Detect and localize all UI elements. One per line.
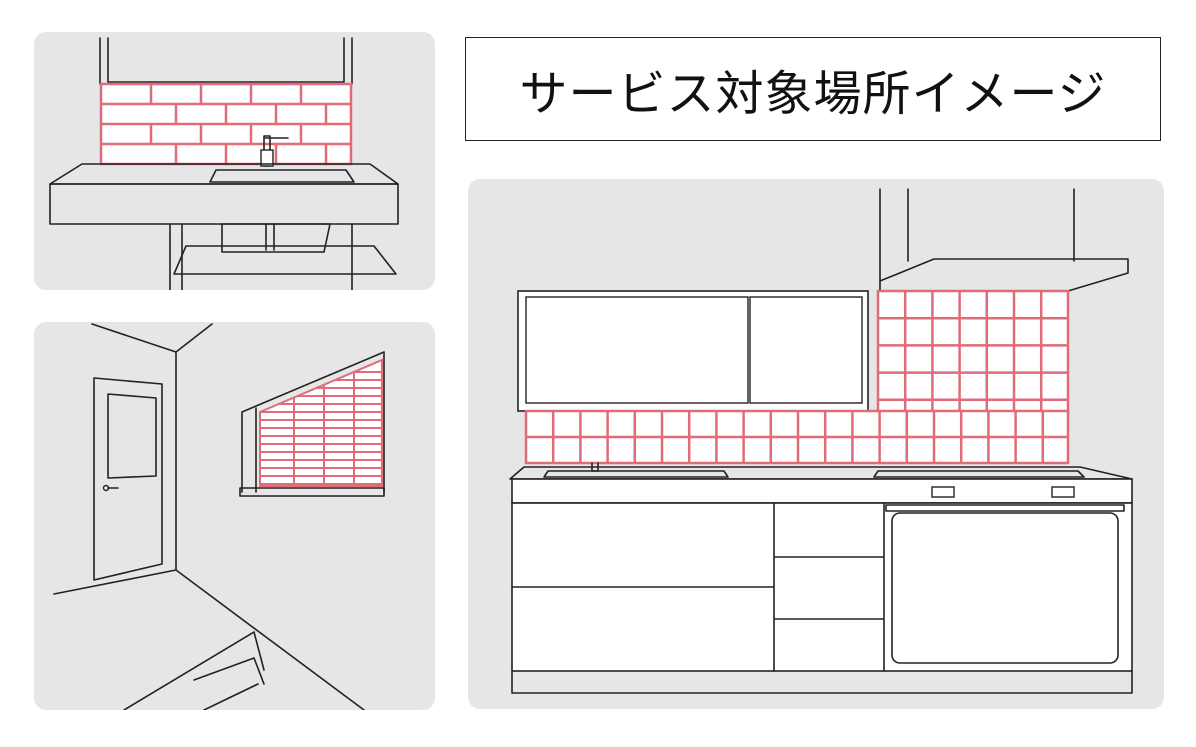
kitchen-illustration [468, 179, 1164, 709]
square-tile-area-upper [876, 289, 1070, 417]
room-drawing [53, 323, 385, 710]
title-box: サービス対象場所イメージ [465, 37, 1161, 141]
room-illustration [34, 322, 435, 710]
washbasin-illustration [34, 32, 435, 290]
kitchen-drawing [509, 188, 1133, 694]
washbasin-drawing [49, 37, 399, 290]
stripe-tile-area [259, 358, 383, 487]
page-title: サービス対象場所イメージ [519, 66, 1107, 122]
